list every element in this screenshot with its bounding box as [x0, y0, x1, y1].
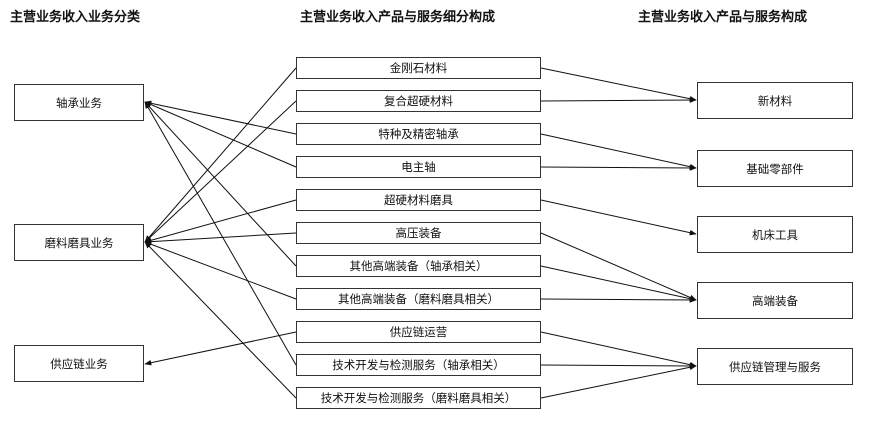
link-other_equip_bearing-to-bearing	[144, 101, 297, 267]
link-tech_abrasive-to-abrasive	[144, 241, 297, 399]
link-special_bearing-to-base_parts	[540, 133, 697, 170]
link-composite-to-abrasive	[144, 100, 297, 243]
category-box-machine-tools: 机床工具	[697, 216, 853, 253]
category-box-new-material: 新材料	[697, 82, 853, 119]
product-box-composite: 复合超硬材料	[296, 90, 541, 112]
category-box-high-end-equip: 高端装备	[697, 282, 853, 319]
link-superhard_tools-to-machine_tools	[540, 199, 697, 236]
link-other_equip_abrasive-to-high_end_equip	[540, 297, 697, 303]
product-box-superhard-tools: 超硬材料磨具	[296, 189, 541, 211]
link-supply_ops-to-supply_mgmt	[540, 331, 697, 368]
product-box-special-bearing: 特种及精密轴承	[296, 123, 541, 145]
product-box-tech-bearing: 技术开发与检测服务（轴承相关）	[296, 354, 541, 376]
link-high_pressure-to-high_end_equip	[540, 232, 697, 301]
header-product-breakdown: 主营业务收入产品与服务细分构成	[300, 10, 496, 25]
business-box-abrasive: 磨料磨具业务	[14, 224, 144, 261]
link-diamond-to-new_material	[540, 67, 697, 102]
link-composite-to-new_material	[540, 97, 697, 103]
link-tech_abrasive-to-supply_mgmt	[540, 364, 697, 399]
link-spindle-to-bearing	[144, 101, 297, 168]
header-product-composition: 主营业务收入产品与服务构成	[638, 10, 808, 25]
link-special_bearing-to-bearing	[144, 100, 297, 135]
link-diamond-to-abrasive	[144, 67, 297, 243]
business-box-bearing: 轴承业务	[14, 84, 144, 121]
link-other_equip_bearing-to-high_end_equip	[540, 265, 697, 302]
product-box-other-equip-bearing: 其他高端装备（轴承相关）	[296, 255, 541, 277]
category-box-supply-mgmt: 供应链管理与服务	[697, 348, 853, 385]
header-business-classification: 主营业务收入业务分类	[10, 10, 141, 25]
product-box-high-pressure: 高压装备	[296, 222, 541, 244]
product-box-spindle: 电主轴	[296, 156, 541, 178]
product-box-supply-ops: 供应链运营	[296, 321, 541, 343]
product-box-diamond: 金刚石材料	[296, 57, 541, 79]
product-box-other-equip-abrasive: 其他高端装备（磨料磨具相关）	[296, 288, 541, 310]
link-other_equip_abrasive-to-abrasive	[144, 241, 297, 300]
link-supply_ops-to-supply	[144, 331, 297, 366]
link-superhard_tools-to-abrasive	[144, 199, 297, 244]
link-high_pressure-to-abrasive	[144, 232, 297, 245]
link-tech_bearing-to-supply_mgmt	[540, 363, 697, 369]
business-box-supply: 供应链业务	[14, 345, 144, 382]
product-box-tech-abrasive: 技术开发与检测服务（磨料磨具相关）	[296, 387, 541, 409]
link-tech_bearing-to-bearing	[144, 101, 297, 366]
category-box-base-parts: 基础零部件	[697, 150, 853, 187]
link-spindle-to-base_parts	[540, 165, 697, 171]
